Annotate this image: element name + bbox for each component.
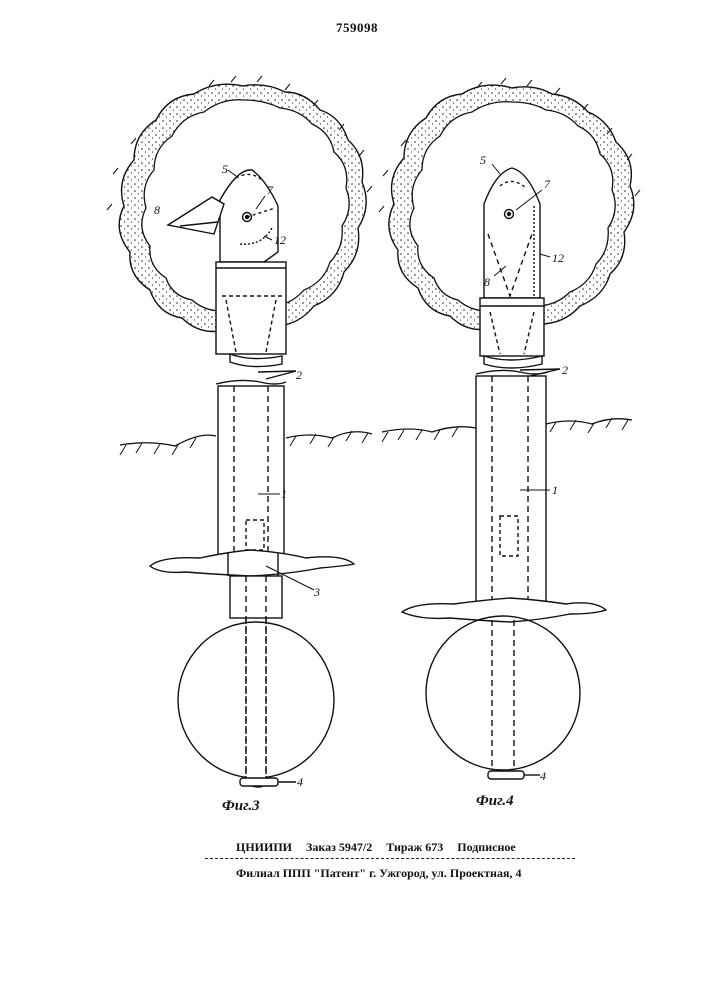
label-1: 1: [552, 483, 558, 497]
footer-org: ЦНИИПИ: [236, 840, 292, 855]
handle-flange: [150, 550, 354, 576]
label-5: 5: [222, 162, 228, 176]
nozzle: [488, 771, 540, 779]
lower-tube: [230, 576, 282, 784]
label-2: 2: [296, 368, 302, 382]
footer-order-value: 5947/2: [339, 840, 372, 855]
upper-tube: [480, 298, 544, 368]
label-4: 4: [297, 775, 303, 789]
drill-head: [484, 168, 540, 298]
label-7: 7: [267, 183, 274, 197]
main-rod: [218, 386, 284, 556]
footer-circulation-value: 673: [425, 840, 443, 855]
footer-order-label: Заказ: [306, 840, 336, 854]
label-12: 12: [274, 233, 286, 247]
footer-imprint: ЦНИИПИ Заказ 5947/2 Тираж 673 Подписное: [236, 840, 516, 855]
bulb: [426, 616, 580, 772]
label-1: 1: [281, 487, 287, 501]
footer-circulation-label: Тираж: [386, 840, 422, 854]
label-8: 8: [154, 203, 160, 217]
label-8: 8: [484, 275, 490, 289]
nozzle: [240, 776, 296, 787]
figure-4-caption: Фиг.4: [476, 793, 514, 809]
label-4: 4: [540, 769, 546, 783]
label-3: 3: [313, 585, 320, 599]
rod-break: [476, 369, 560, 376]
figure-3: 5 7 8 12 2 1 3 4 Фиг.3: [107, 76, 372, 814]
upper-tube: [216, 262, 286, 367]
footer-separator: [205, 858, 575, 859]
rod-break: [216, 371, 296, 384]
label-7: 7: [544, 177, 551, 191]
footer-subscription: Подписное: [457, 840, 515, 854]
main-rod: [476, 376, 546, 602]
handle-flange: [402, 598, 606, 622]
figure-4: 5 7 8 12 2 1 4 Фиг.4: [379, 78, 640, 809]
label-5: 5: [480, 153, 486, 167]
figure-3-caption: Фиг.3: [222, 798, 260, 814]
label-12: 12: [552, 251, 564, 265]
label-2: 2: [562, 363, 568, 377]
bulb: [178, 618, 334, 784]
footer-branch: Филиал ППП "Патент" г. Ужгород, ул. Прое…: [236, 866, 521, 881]
